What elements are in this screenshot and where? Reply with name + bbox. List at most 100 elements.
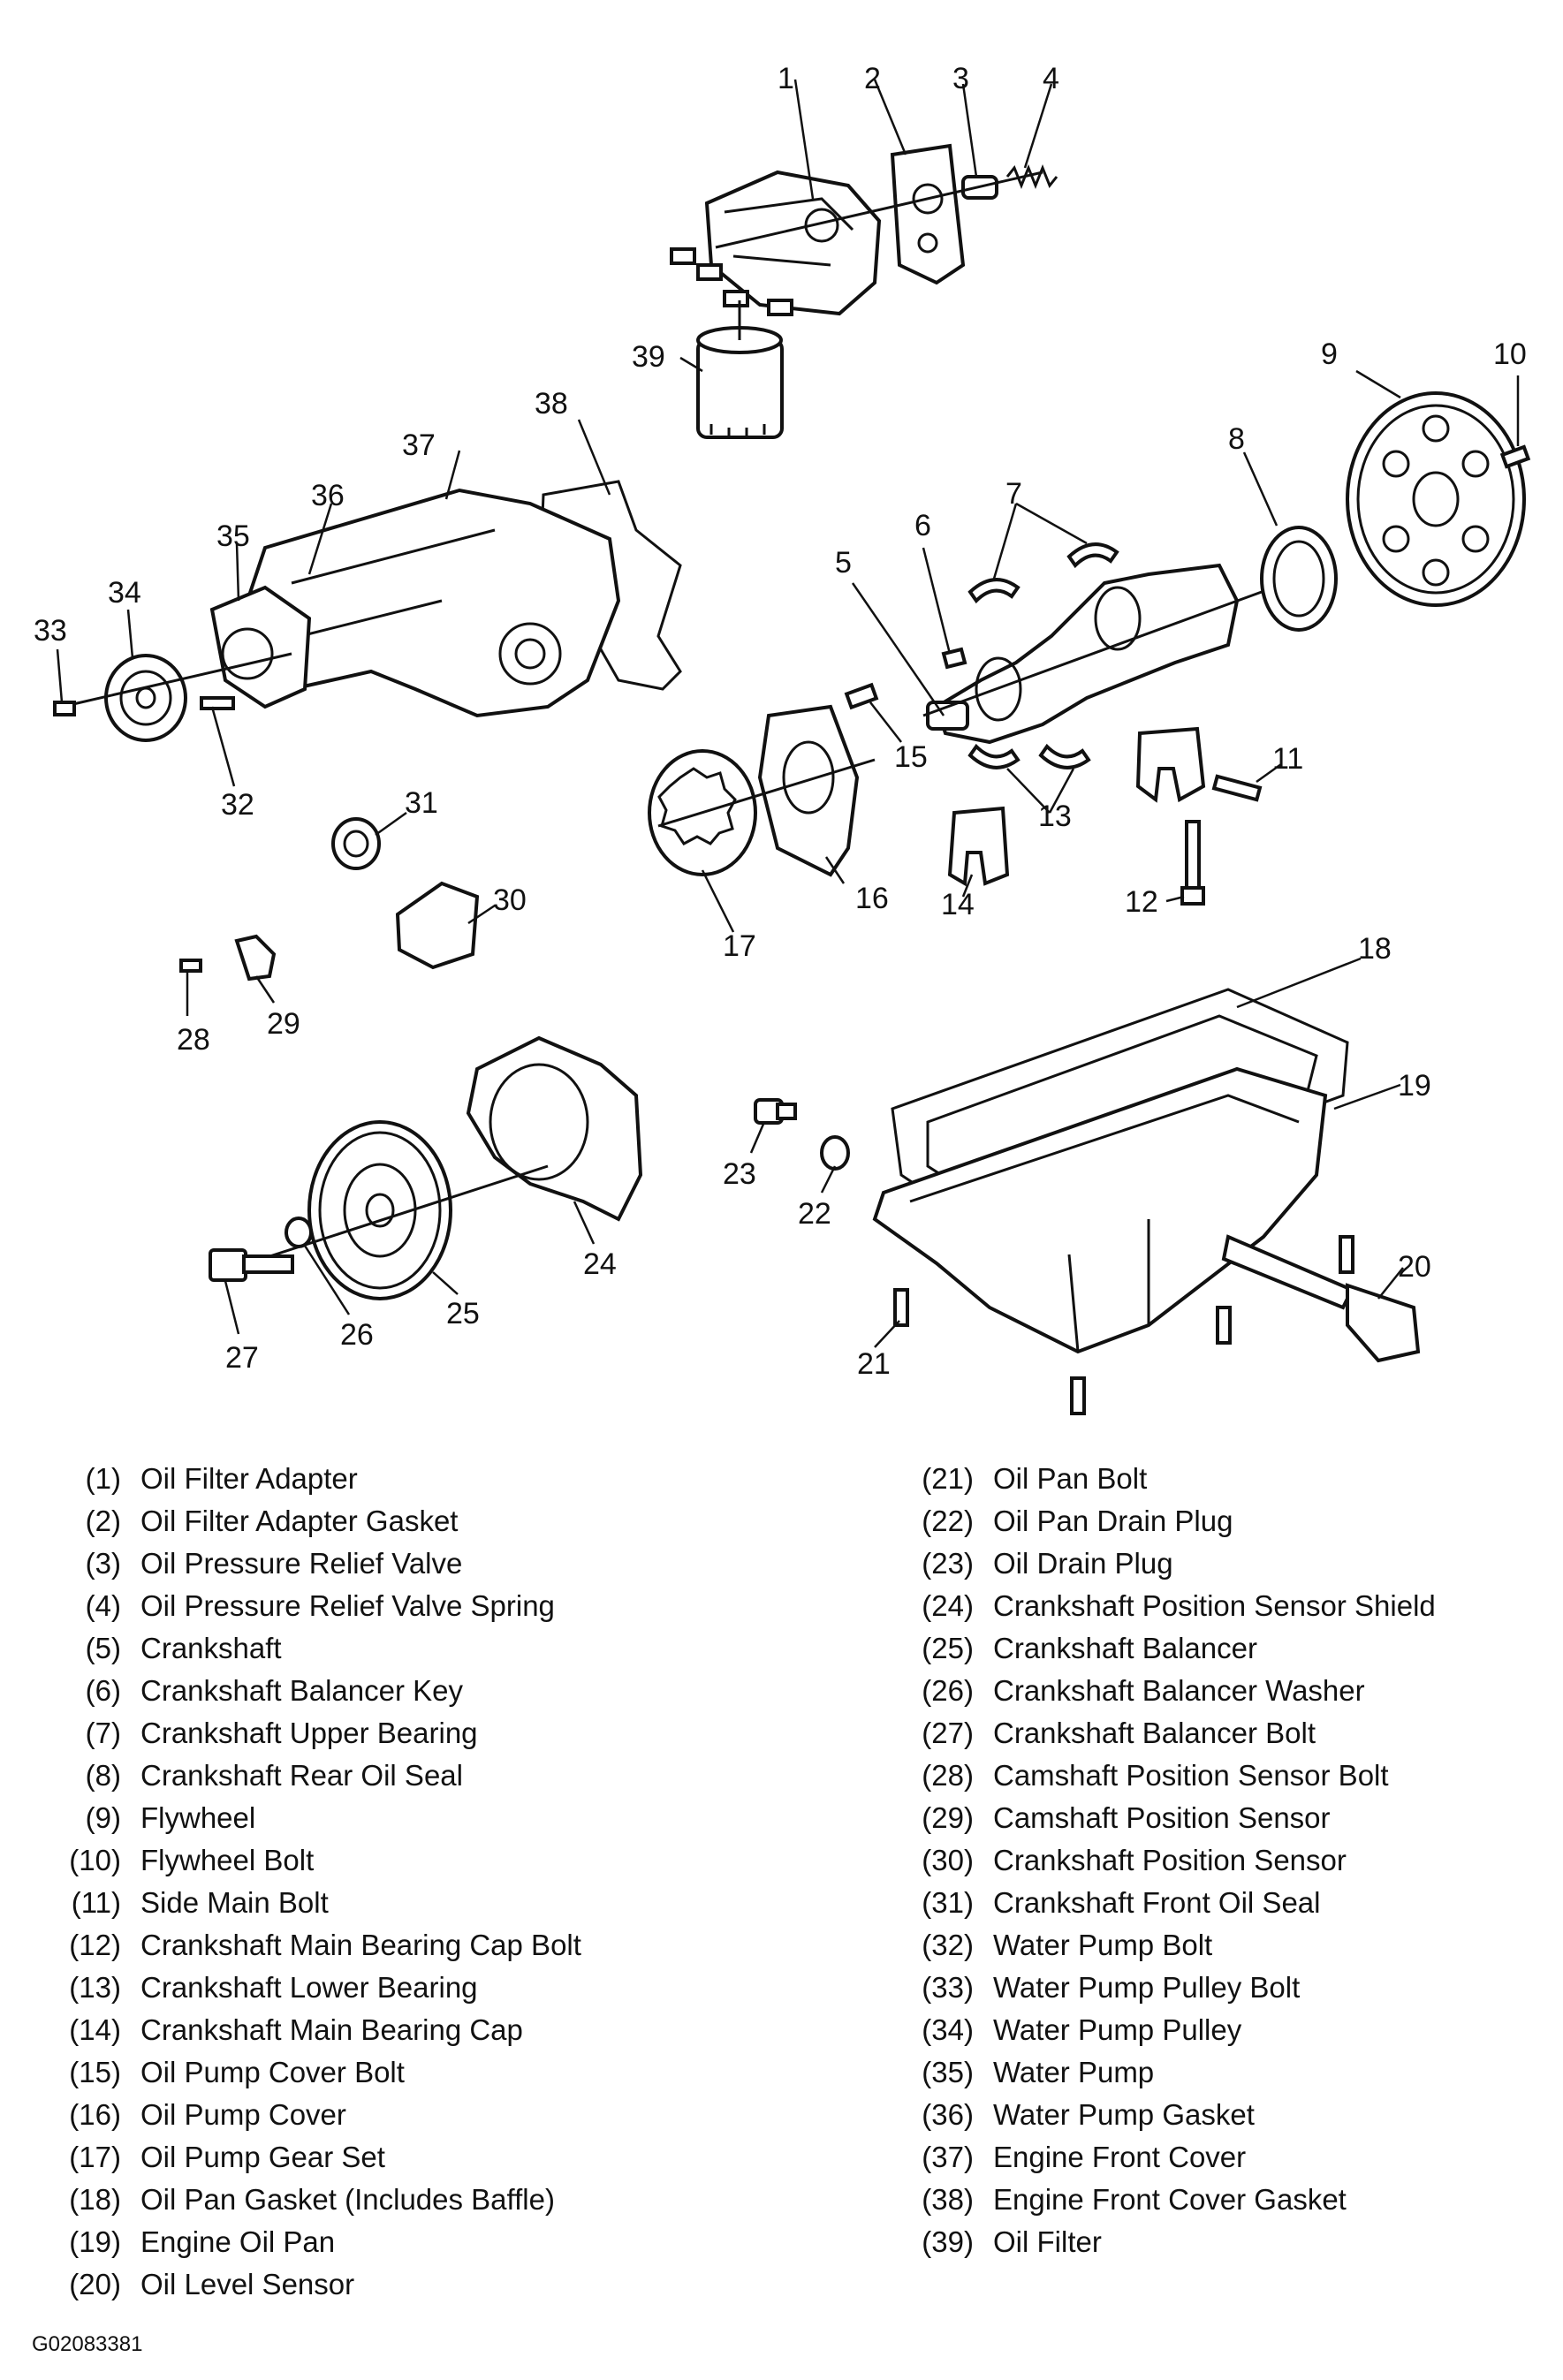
legend-item-label: Flywheel bbox=[140, 1801, 256, 1834]
legend-item: (12)Crankshaft Main Bearing Cap Bolt bbox=[69, 1929, 581, 1961]
legend-item-label: Crankshaft Balancer Washer bbox=[993, 1674, 1365, 1707]
crankshaft-rear-oil-seal-drawing bbox=[1260, 526, 1338, 632]
legend-item-label: Flywheel Bolt bbox=[140, 1844, 315, 1876]
legend-item-label: Oil Pan Drain Plug bbox=[993, 1505, 1233, 1537]
legend-item-label: Oil Pump Gear Set bbox=[140, 2141, 385, 2173]
callout-numbers: 1 2 3 4 5 6 7 8 9 10 11 12 13 14 15 16 1… bbox=[34, 62, 1527, 1381]
exploded-engine-diagram: 1 2 3 4 5 6 7 8 9 10 11 12 13 14 15 16 1… bbox=[34, 62, 1531, 1415]
crankshaft-main-bearing-cap-bolt-drawing bbox=[1180, 820, 1205, 906]
side-main-bolt-drawing bbox=[1211, 774, 1263, 802]
legend-item: (30)Crankshaft Position Sensor bbox=[922, 1844, 1347, 1876]
legend-item: (21)Oil Pan Bolt bbox=[922, 1462, 1148, 1495]
legend-item: (37)Engine Front Cover bbox=[922, 2141, 1247, 2173]
callout-7: 7 bbox=[1005, 477, 1022, 511]
legend-item-label: Crankshaft Main Bearing Cap bbox=[140, 2013, 523, 2046]
legend-item: (24)Crankshaft Position Sensor Shield bbox=[922, 1589, 1436, 1622]
legend-item: (6)Crankshaft Balancer Key bbox=[85, 1674, 464, 1707]
callout-2: 2 bbox=[864, 62, 881, 95]
water-pump-bolt-drawing bbox=[200, 696, 235, 710]
crankshaft-balancer-bolt-drawing bbox=[209, 1248, 294, 1282]
flywheel-drawing bbox=[1346, 391, 1526, 607]
callout-35: 35 bbox=[216, 519, 250, 553]
oil-level-sensor-drawing bbox=[1221, 1234, 1421, 1363]
flywheel-bolt-drawing bbox=[1499, 444, 1531, 469]
callout-25: 25 bbox=[446, 1297, 480, 1330]
crankshaft-lower-bearing-drawing bbox=[967, 743, 1091, 769]
water-pump-pulley-bolt-drawing bbox=[53, 701, 76, 716]
leader-lines bbox=[56, 79, 1520, 1348]
callout-20: 20 bbox=[1398, 1250, 1431, 1284]
crankshaft-drawing bbox=[926, 563, 1240, 745]
callout-22: 22 bbox=[798, 1197, 831, 1231]
legend-item: (17)Oil Pump Gear Set bbox=[69, 2141, 385, 2173]
legend-item: (28)Camshaft Position Sensor Bolt bbox=[922, 1759, 1389, 1792]
oil-pan-bolts-drawing bbox=[893, 1235, 1354, 1415]
legend-item-label: Crankshaft Upper Bearing bbox=[140, 1717, 478, 1749]
legend-item: (36)Water Pump Gasket bbox=[922, 2098, 1255, 2131]
callout-36: 36 bbox=[311, 479, 345, 512]
legend-item-label: Water Pump Pulley bbox=[993, 2013, 1242, 2046]
legend-item-label: Engine Front Cover Gasket bbox=[993, 2183, 1347, 2216]
callout-21: 21 bbox=[857, 1347, 891, 1381]
callout-10: 10 bbox=[1493, 337, 1527, 371]
callout-13: 13 bbox=[1038, 800, 1072, 833]
legend-item: (9)Flywheel bbox=[85, 1801, 256, 1834]
legend-column-right: (21)Oil Pan Bolt (22)Oil Pan Drain Plug … bbox=[892, 1458, 1436, 2263]
legend-item-label: Oil Filter Adapter Gasket bbox=[140, 1505, 459, 1537]
water-pump-pulley-drawing bbox=[104, 654, 187, 742]
oil-pump-cover-drawing bbox=[757, 704, 860, 877]
callout-18: 18 bbox=[1358, 932, 1392, 966]
legend-item: (23)Oil Drain Plug bbox=[922, 1547, 1173, 1580]
legend-item-label: Oil Filter bbox=[993, 2225, 1102, 2258]
callout-23: 23 bbox=[723, 1157, 756, 1191]
callout-5: 5 bbox=[835, 546, 852, 580]
legend-item: (14)Crankshaft Main Bearing Cap bbox=[69, 2013, 523, 2046]
oil-drain-plug-drawing bbox=[754, 1098, 797, 1125]
callout-30: 30 bbox=[493, 883, 527, 917]
legend-item-label: Oil Pan Bolt bbox=[993, 1462, 1148, 1495]
legend-item-label: Oil Level Sensor bbox=[140, 2268, 355, 2300]
crankshaft-upper-bearing-drawing bbox=[967, 542, 1119, 604]
legend-item: (4)Oil Pressure Relief Valve Spring bbox=[85, 1589, 555, 1622]
callout-26: 26 bbox=[340, 1318, 374, 1352]
legend-item-label: Crankshaft bbox=[140, 1632, 282, 1664]
callout-17: 17 bbox=[723, 929, 756, 963]
callout-6: 6 bbox=[914, 509, 931, 542]
legend-item-label: Crankshaft Balancer Bolt bbox=[993, 1717, 1316, 1749]
oil-pressure-relief-valve-spring-drawing bbox=[1005, 163, 1058, 190]
legend-item-label: Camshaft Position Sensor Bolt bbox=[993, 1759, 1389, 1792]
legend-item-label: Crankshaft Balancer Key bbox=[140, 1674, 464, 1707]
legend-item-label: Engine Front Cover bbox=[993, 2141, 1247, 2173]
crankshaft-balancer-washer-drawing bbox=[285, 1217, 313, 1248]
legend-item: (3)Oil Pressure Relief Valve bbox=[85, 1547, 463, 1580]
legend-item: (13)Crankshaft Lower Bearing bbox=[69, 1971, 478, 2004]
legend-item-label: Water Pump Pulley Bolt bbox=[993, 1971, 1301, 2004]
legend-item: (1)Oil Filter Adapter bbox=[85, 1462, 358, 1495]
callout-14: 14 bbox=[941, 888, 975, 921]
legend-item-label: Crankshaft Position Sensor Shield bbox=[993, 1589, 1436, 1622]
legend-item-label: Crankshaft Main Bearing Cap Bolt bbox=[140, 1929, 581, 1961]
crankshaft-balancer-key-drawing bbox=[941, 647, 967, 670]
oil-filter-adapter-bolts-drawing bbox=[670, 247, 793, 316]
legend-item-label: Oil Drain Plug bbox=[993, 1547, 1173, 1580]
callout-19: 19 bbox=[1398, 1069, 1431, 1103]
camshaft-position-sensor-bolt-drawing bbox=[179, 959, 202, 973]
legend-item: (2)Oil Filter Adapter Gasket bbox=[85, 1505, 459, 1537]
figure-code: G02083381 bbox=[32, 2332, 143, 2356]
crankshaft-balancer-drawing bbox=[307, 1120, 452, 1300]
legend-item: (34)Water Pump Pulley bbox=[922, 2013, 1242, 2046]
legend-item-label: Crankshaft Rear Oil Seal bbox=[140, 1759, 463, 1792]
legend-item-label: Oil Pressure Relief Valve bbox=[140, 1547, 463, 1580]
callout-32: 32 bbox=[221, 788, 254, 822]
callout-33: 33 bbox=[34, 614, 67, 648]
callout-28: 28 bbox=[177, 1023, 210, 1057]
callout-3: 3 bbox=[952, 62, 969, 95]
legend-item-label: Camshaft Position Sensor bbox=[993, 1801, 1331, 1834]
legend-item-label: Crankshaft Front Oil Seal bbox=[993, 1886, 1321, 1919]
callout-12: 12 bbox=[1125, 885, 1158, 919]
oil-filter-adapter-gasket-drawing bbox=[890, 143, 966, 285]
legend-item: (35)Water Pump bbox=[922, 2056, 1155, 2088]
callout-37: 37 bbox=[402, 428, 436, 462]
legend-item-label: Crankshaft Lower Bearing bbox=[140, 1971, 478, 2004]
callout-31: 31 bbox=[405, 786, 438, 820]
